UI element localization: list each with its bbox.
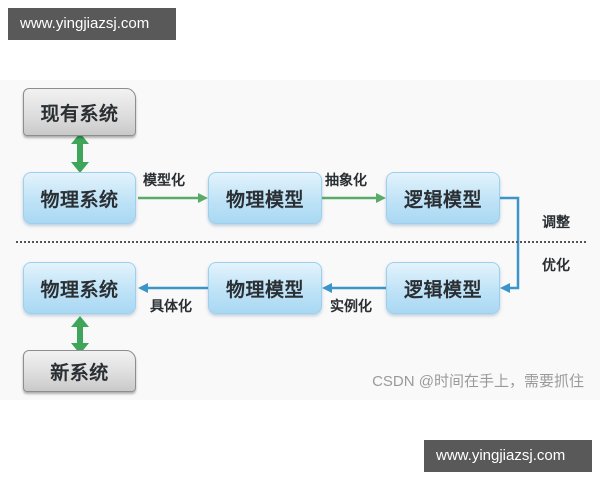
box-physical-system-top: 物理系统 [23,172,136,224]
box-existing-system: 现有系统 [23,88,136,136]
arrow-abstraction [322,193,386,203]
arrow-adjust-optimize [500,196,520,293]
box-physical-model-bottom: 物理模型 [208,262,322,314]
double-arrow-top [71,133,89,173]
label-optimize: 优化 [542,258,570,274]
label-adjust: 调整 [542,215,570,231]
box-physical-system-bottom: 物理系统 [23,262,136,314]
csdn-credit: CSDN @时间在手上，需要抓住 [372,373,584,390]
box-logical-model-bottom: 逻辑模型 [386,262,500,314]
label-modeling: 模型化 [143,173,185,189]
label-concretization: 具体化 [150,299,192,315]
label-instantiation: 实例化 [330,299,372,315]
connectors [16,133,586,354]
arrow-instantiation [322,283,386,293]
diagram-canvas: 现有系统 物理系统 物理模型 逻辑模型 模型化 抽象化 调整 优化 逻辑模型 物… [0,80,600,400]
watermark-top: www.yingjiazsj.com [8,8,176,40]
label-abstraction: 抽象化 [325,173,367,189]
box-new-system: 新系统 [23,350,136,392]
box-logical-model-top: 逻辑模型 [386,172,500,224]
box-physical-model-top: 物理模型 [208,172,322,224]
double-arrow-bottom [71,316,89,354]
arrow-concretization [138,283,208,293]
arrow-modeling [138,193,208,203]
watermark-bottom: www.yingjiazsj.com [424,440,592,472]
